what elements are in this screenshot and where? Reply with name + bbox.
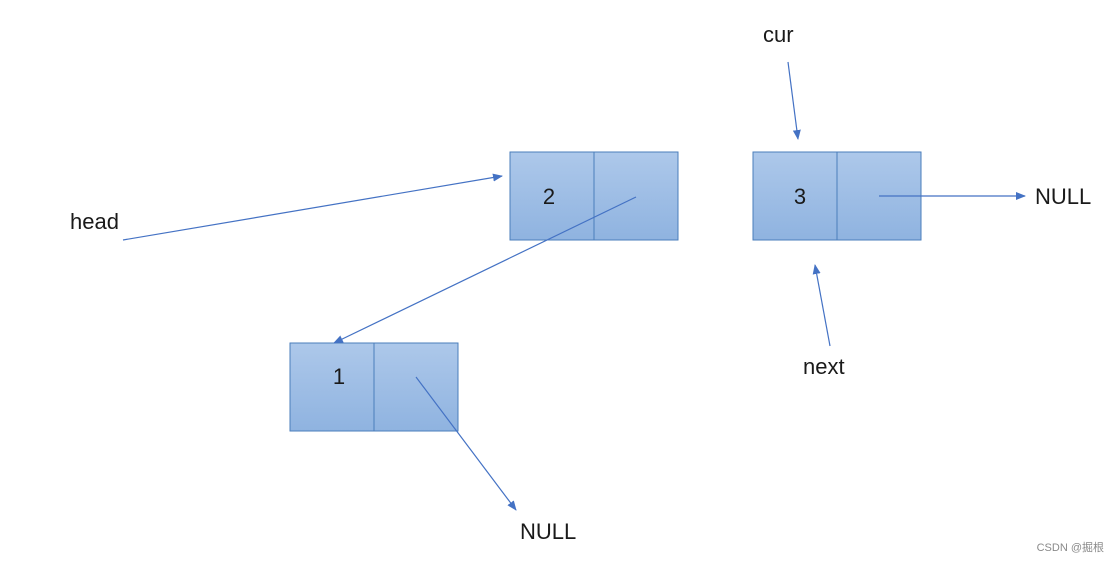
node-1-value: 1 [333,364,345,389]
cur-pointer-arrow [787,61,801,140]
node-2: 2 [509,151,679,241]
node-3-data-cell [752,151,838,241]
null-label-bottom: NULL [520,519,576,544]
head-label: head [70,209,119,234]
null-label-right: NULL [1035,184,1091,209]
head-pointer-arrow [122,173,503,241]
node-2-value: 2 [543,184,555,209]
node-3-value: 3 [794,184,806,209]
node-1: 1 [289,342,459,432]
next-pointer-arrow [812,264,831,347]
watermark: CSDN @掘根 [1036,542,1104,554]
node-2-next-cell [593,151,679,241]
cur-label: cur [763,22,794,47]
node-1-next-arrow [415,376,517,511]
node-1-next-cell [373,342,459,432]
next-label: next [803,354,845,379]
node-2-next-arrow [333,196,637,344]
node-2-data-cell [509,151,595,241]
